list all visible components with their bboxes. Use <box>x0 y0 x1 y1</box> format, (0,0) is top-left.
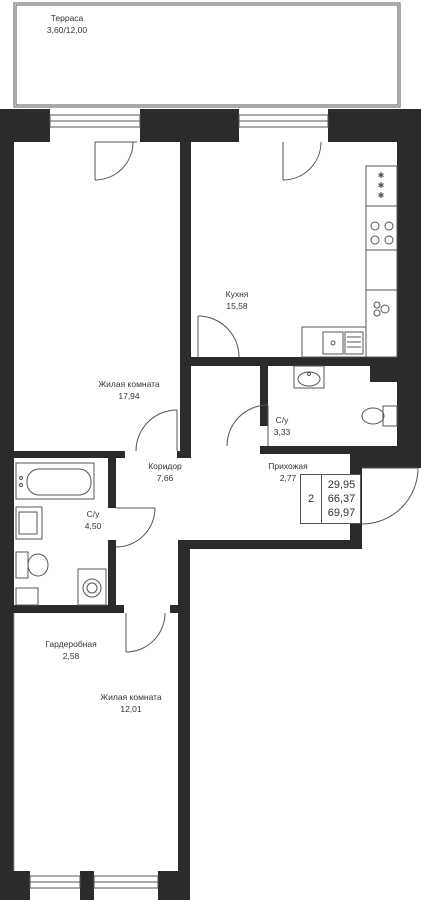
bath-top-area: 3,33 <box>273 427 291 437</box>
bath-left-fixtures <box>15 462 107 606</box>
bath-top-name: С/у <box>275 415 289 425</box>
hallway-area: 2,77 <box>279 473 297 483</box>
terrace-area: 3,60/12,00 <box>46 25 88 35</box>
corridor-area: 7,66 <box>156 473 174 483</box>
kitchen-label: Кухня 15,58 <box>226 288 249 312</box>
walls <box>0 109 421 900</box>
total-area: 66,37 <box>327 493 356 505</box>
bath-top-label: С/у 3,33 <box>274 414 291 438</box>
living2-label: Жилая комната 12,01 <box>100 691 161 715</box>
svg-text:✱: ✱ <box>378 191 385 200</box>
room-count: 2 <box>301 475 322 523</box>
bath-left-label: С/у 4,50 <box>85 508 102 532</box>
kitchen-fixtures: ✱ ✱ ✱ <box>301 165 398 358</box>
living-area: 29,95 <box>327 479 356 491</box>
bath-left-area: 4,50 <box>84 521 102 531</box>
bath-top-fixtures <box>293 365 398 427</box>
svg-text:✱: ✱ <box>378 181 385 190</box>
terrace-outline <box>13 2 401 108</box>
kitchen-area: 15,58 <box>226 301 248 311</box>
doors <box>94 141 419 653</box>
wardrobe-label: Гардеробная 2,58 <box>45 638 96 662</box>
living1-area: 17,94 <box>118 391 140 401</box>
wardrobe-area: 2,58 <box>62 651 80 661</box>
living2-name: Жилая комната <box>100 692 162 702</box>
kitchen-name: Кухня <box>225 289 249 299</box>
living1-label: Жилая комната 17,94 <box>98 378 159 402</box>
svg-text:✱: ✱ <box>378 171 385 180</box>
area-summary: 2 29,95 66,37 69,97 <box>300 474 361 524</box>
wardrobe-name: Гардеробная <box>45 639 97 649</box>
corridor-label: Коридор 7,66 <box>148 460 182 484</box>
terrace-name: Терраса <box>50 13 84 23</box>
hallway-label: Прихожая 2,77 <box>268 460 307 484</box>
corridor-name: Коридор <box>148 461 182 471</box>
living2-area: 12,01 <box>120 704 142 714</box>
living1-name: Жилая комната <box>98 379 160 389</box>
area-values: 29,95 66,37 69,97 <box>322 478 361 520</box>
terrace-label: Терраса 3,60/12,00 <box>47 12 87 36</box>
bath-left-name: С/у <box>86 509 100 519</box>
total-area-with-terrace: 69,97 <box>327 507 356 519</box>
hallway-name: Прихожая <box>268 461 308 471</box>
windows <box>29 114 329 889</box>
